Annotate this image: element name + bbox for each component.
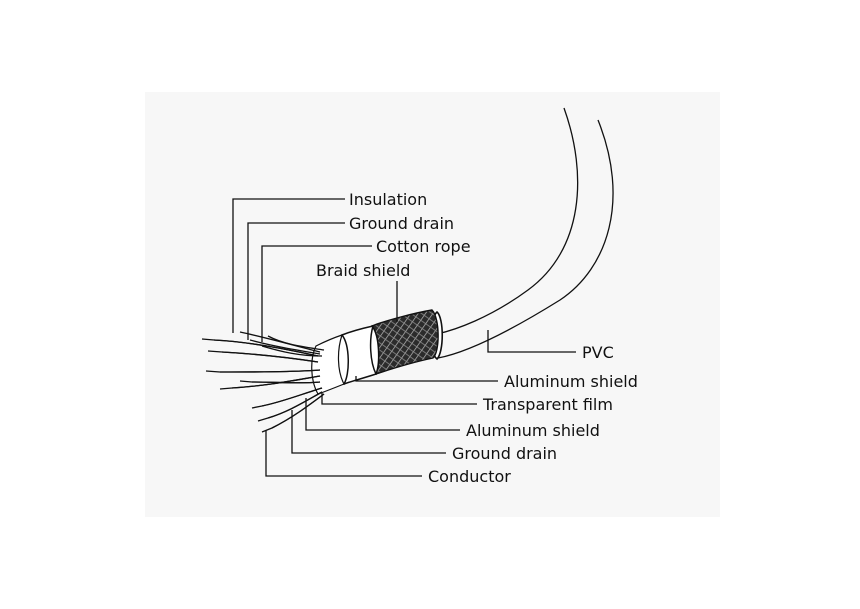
leader-ground-drain-top [247, 222, 345, 340]
leader-cotton-rope [261, 245, 372, 342]
label-insulation: Insulation [349, 190, 427, 209]
leader-ground-drain-bottom [291, 410, 446, 454]
label-pvc: PVC [582, 343, 614, 362]
leader-conductor [265, 430, 422, 477]
leader-insulation [232, 198, 345, 333]
leader-aluminum-shield-outer [355, 376, 498, 382]
leader-pvc [487, 330, 576, 353]
label-aluminum-shield-outer: Aluminum shield [504, 372, 638, 391]
label-aluminum-shield-inner: Aluminum shield [466, 421, 600, 440]
label-transparent-film: Transparent film [482, 395, 613, 414]
label-braid-shield: Braid shield [316, 261, 410, 280]
labels: Insulation Ground drain Cotton rope Brai… [316, 190, 638, 486]
diagram-panel [145, 92, 720, 517]
leader-lines [232, 198, 576, 477]
leader-transparent-film [321, 392, 477, 405]
label-cotton-rope: Cotton rope [376, 237, 471, 256]
label-ground-drain-bottom: Ground drain [452, 444, 557, 463]
label-ground-drain-top: Ground drain [349, 214, 454, 233]
label-conductor: Conductor [428, 467, 511, 486]
leader-aluminum-shield-inner [305, 398, 460, 431]
wire-pairs [201, 338, 325, 433]
